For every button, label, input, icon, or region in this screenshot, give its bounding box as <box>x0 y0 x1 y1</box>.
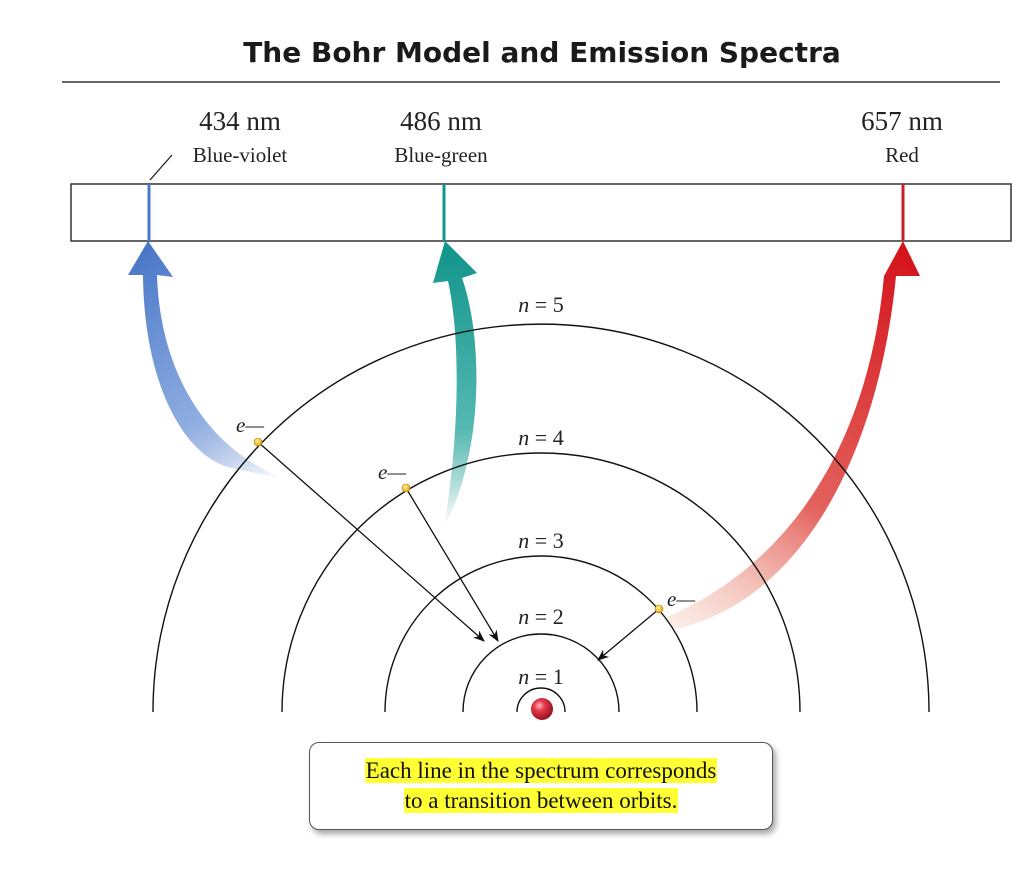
electron-label: e— <box>667 587 695 611</box>
diagram-title: The Bohr Model and Emission Spectra <box>243 36 841 69</box>
orbit-label-n2: n = 2 <box>518 604 563 629</box>
orbit-n3 <box>384 555 698 713</box>
wavelength-label: 657 nm <box>861 106 943 136</box>
orbits <box>152 323 930 713</box>
caption-line-1: Each line in the spectrum corresponds <box>364 758 718 783</box>
orbit-label-n4: n = 4 <box>518 425 563 450</box>
orbit-label-n3: n = 3 <box>518 528 563 553</box>
caption-box: Each line in the spectrum corresponds to… <box>309 742 773 830</box>
nucleus <box>531 698 553 720</box>
label-leader-line <box>149 154 173 181</box>
orbit-label-n5: n = 5 <box>518 292 563 317</box>
caption-line-2: to a transition between orbits. <box>403 788 679 813</box>
transition-arrow-4-to-2 <box>405 487 499 643</box>
spectrum-bar <box>70 183 1012 242</box>
electron-n5 <box>253 437 263 447</box>
photon-arrow-red <box>667 241 920 630</box>
orbit-n5 <box>152 323 930 713</box>
electron-n3 <box>654 604 664 614</box>
photon-arrow-blue-violet <box>128 241 288 480</box>
orbit-n4 <box>281 452 801 713</box>
wavelength-label: 434 nm <box>199 106 281 136</box>
wavelength-label: 486 nm <box>400 106 482 136</box>
color-name-label: Blue-violet <box>193 143 288 167</box>
spectrum-label-red: 657 nm Red <box>861 106 943 167</box>
electron-label: e— <box>236 413 264 437</box>
orbit-label-n1: n = 1 <box>518 664 563 689</box>
spectrum-label-blue-green: 486 nm Blue-green <box>394 106 488 167</box>
spectrum-label-blue-violet: 434 nm Blue-violet <box>149 106 288 181</box>
transition-arrow-3-to-2 <box>597 608 660 661</box>
orbit-n1 <box>516 687 566 713</box>
photon-arrow-blue-green <box>433 241 477 527</box>
color-name-label: Red <box>885 143 919 167</box>
transition-arrow-5-to-2 <box>257 441 485 642</box>
color-name-label: Blue-green <box>394 143 488 167</box>
electron-n4 <box>401 483 411 493</box>
orbit-n2 <box>462 633 620 713</box>
electron-label: e— <box>378 460 406 484</box>
